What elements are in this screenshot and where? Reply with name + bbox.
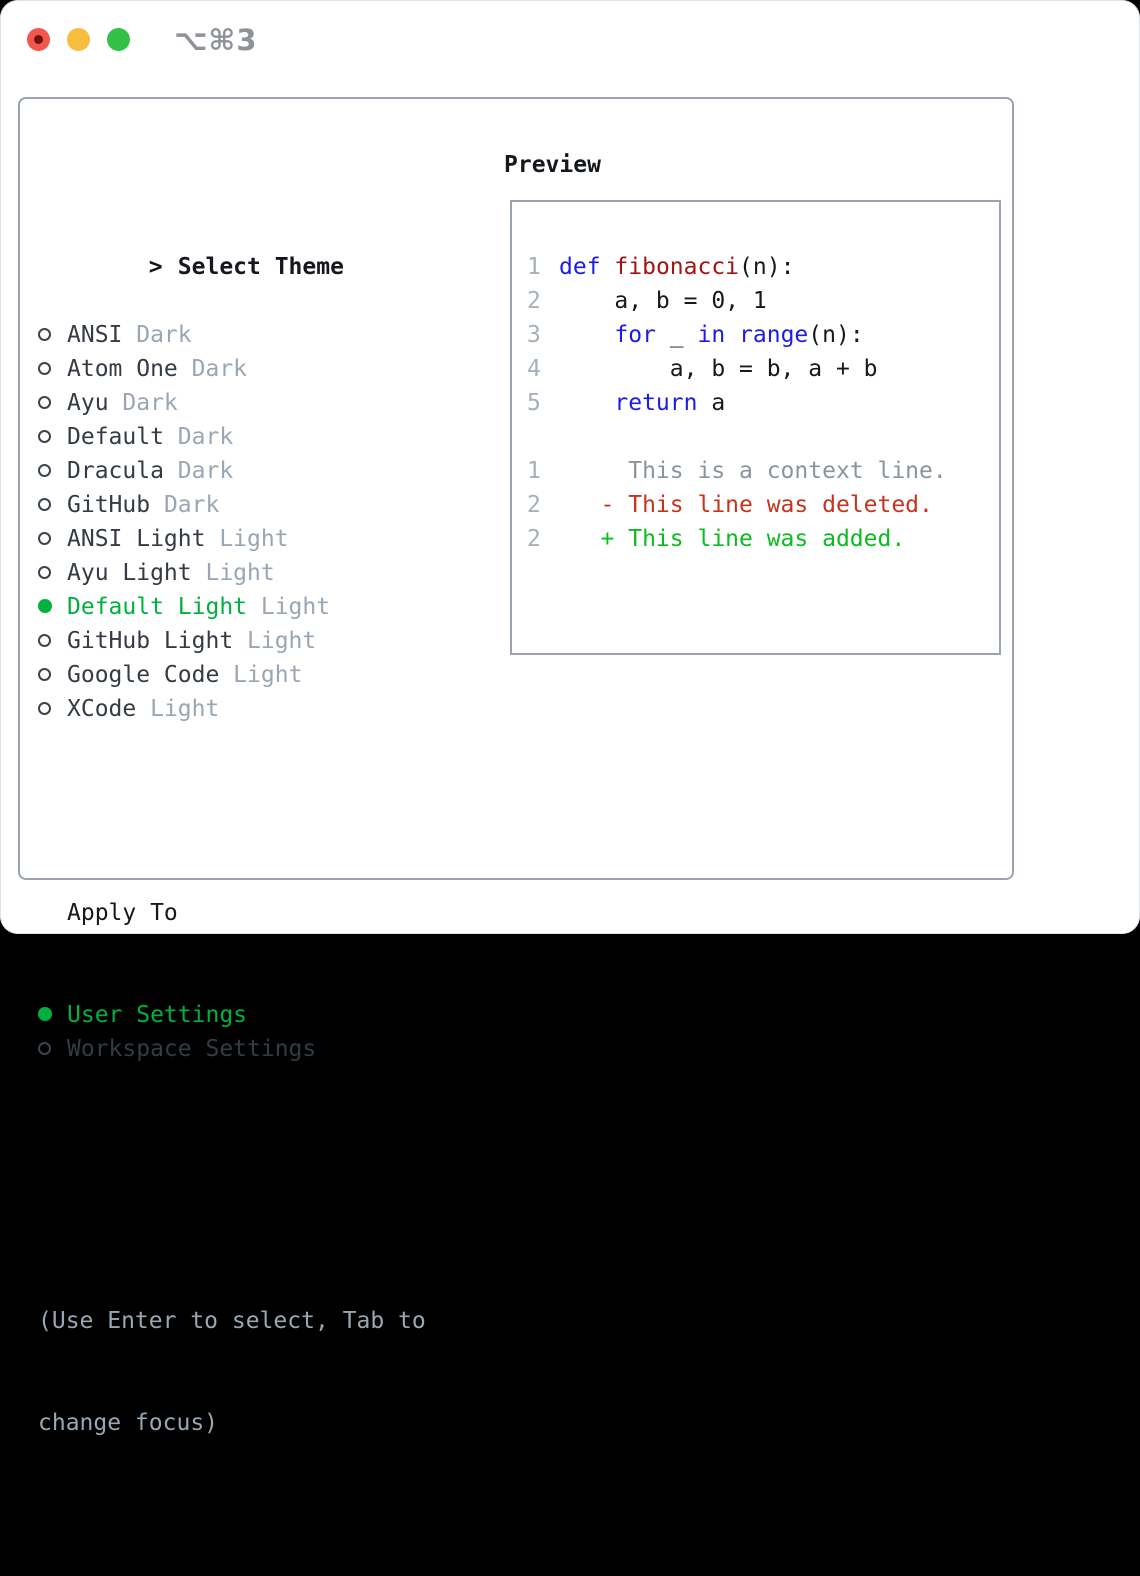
- radio-selected-icon: [38, 1007, 52, 1021]
- help-text-line: change focus): [38, 1410, 219, 1436]
- theme-option-ayu-light[interactable]: Ayu Light Light: [38, 556, 426, 590]
- apply-option-workspace-settings[interactable]: Workspace Settings: [38, 1032, 426, 1066]
- spacer: [38, 1134, 426, 1168]
- radio-selected-icon: [38, 599, 52, 613]
- theme-option-github-light[interactable]: GitHub Light Light: [38, 624, 426, 658]
- preview-heading: Preview: [504, 152, 601, 178]
- code-line: 5 return a: [527, 390, 726, 416]
- diff-line-added: 2 + This line was added.: [527, 526, 906, 552]
- diff-line-context: 1 This is a context line.: [527, 458, 947, 484]
- theme-option-ansi-light[interactable]: ANSI Light Light: [38, 522, 426, 556]
- radio-unselected-icon: [38, 634, 51, 647]
- theme-option-xcode[interactable]: XCode Light: [38, 692, 426, 726]
- theme-option-atom-one[interactable]: Atom One Dark: [38, 352, 426, 386]
- select-theme-heading: Select Theme: [177, 254, 344, 280]
- theme-option-dracula[interactable]: Dracula Dark: [38, 454, 426, 488]
- theme-option-ayu[interactable]: Ayu Dark: [38, 386, 426, 420]
- spacer: [527, 420, 999, 454]
- apply-option-user-settings[interactable]: User Settings: [38, 998, 426, 1032]
- code-line: 4 a, b = b, a + b: [527, 356, 878, 382]
- radio-unselected-icon: [38, 464, 51, 477]
- theme-option-google-code[interactable]: Google Code Light: [38, 658, 426, 692]
- zoom-button[interactable]: [107, 28, 130, 51]
- close-button[interactable]: [27, 28, 50, 51]
- radio-unselected-icon: [38, 566, 51, 579]
- code-line: 3 for _ in range(n):: [527, 322, 864, 348]
- theme-option-ansi[interactable]: ANSI Dark: [38, 318, 426, 352]
- radio-unselected-icon: [38, 1042, 51, 1055]
- radio-unselected-icon: [38, 430, 51, 443]
- theme-option-default-light[interactable]: Default Light Light: [38, 590, 426, 624]
- help-text: (Use Enter to select, Tab to change focu…: [38, 1236, 426, 1508]
- theme-option-github[interactable]: GitHub Dark: [38, 488, 426, 522]
- radio-unselected-icon: [38, 396, 51, 409]
- radio-unselected-icon: [38, 362, 51, 375]
- minimize-button[interactable]: [67, 28, 90, 51]
- select-theme-heading-row: > Select Theme: [38, 216, 426, 280]
- diff-line-deleted: 2 - This line was deleted.: [527, 492, 933, 518]
- radio-unselected-icon: [38, 668, 51, 681]
- radio-unselected-icon: [38, 532, 51, 545]
- radio-unselected-icon: [38, 328, 51, 341]
- help-text-line: (Use Enter to select, Tab to: [38, 1308, 426, 1334]
- radio-unselected-icon: [38, 498, 51, 511]
- diff-preview: 1 This is a context line. 2 - This line w…: [527, 454, 999, 556]
- titlebar: ⌥⌘3: [27, 23, 258, 57]
- spacer: [38, 794, 426, 828]
- radio-unselected-icon: [38, 702, 51, 715]
- code-line: 2 a, b = 0, 1: [527, 288, 767, 314]
- apply-to-heading: Apply To: [67, 900, 178, 926]
- cursor-pointer-icon: >: [148, 254, 163, 280]
- record-dot-icon: [34, 35, 43, 44]
- theme-option-default[interactable]: Default Dark: [38, 420, 426, 454]
- keyboard-shortcut-label: ⌥⌘3: [174, 22, 258, 57]
